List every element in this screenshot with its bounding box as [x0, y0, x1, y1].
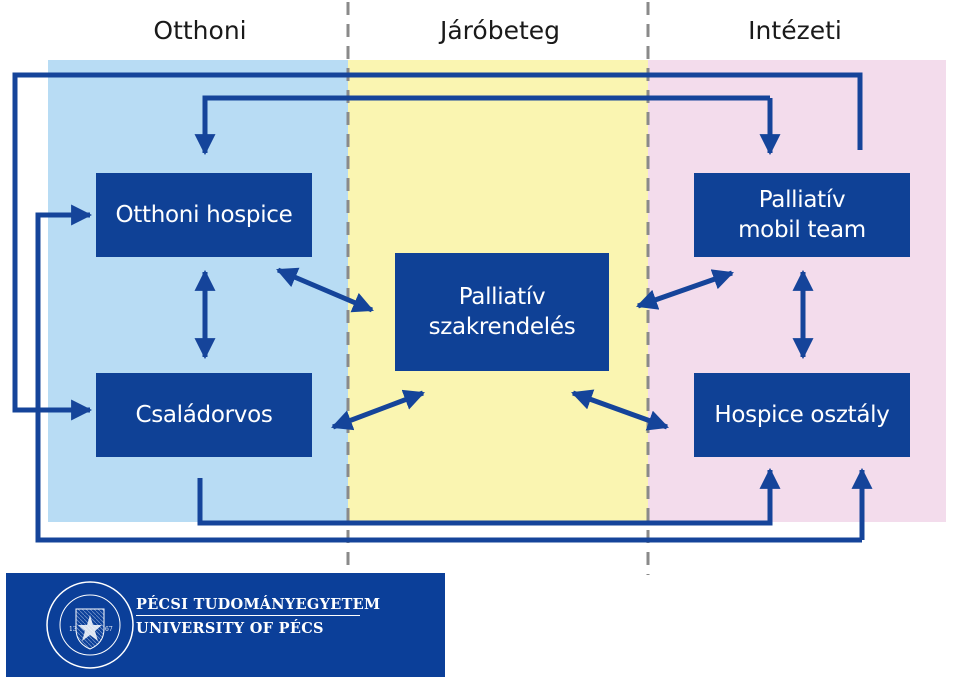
node-home-hospice: Otthoni hospice: [96, 173, 312, 257]
arrow-gp-clinic: [331, 389, 425, 431]
node-palliative-clinic: Palliatív szakrendelés: [395, 253, 609, 371]
node-hospice-ward: Hospice osztály: [694, 373, 910, 457]
svg-text:67: 67: [105, 626, 113, 633]
arrow-clinic-mobile-team: [636, 269, 734, 310]
arrow-gp-to-hospice-ward: [197, 467, 781, 526]
arrow-clinic-hospice-ward: [571, 389, 669, 431]
university-name-en: UNIVERSITY OF PÉCS: [136, 620, 324, 637]
svg-text:13: 13: [69, 626, 77, 633]
zone-title-outpatient: Járóbeteg: [439, 16, 561, 45]
university-logo-banner: 13 67 PÉCSI TUDOMÁNYEGYETEM UNIVERSITY O…: [6, 573, 445, 677]
arrow-home-hospice-clinic: [276, 267, 374, 313]
arrow-top-to-home-hospice: [194, 95, 770, 156]
university-seal-icon: 13 67: [46, 581, 134, 669]
logo-divider: [136, 615, 360, 616]
node-gp: Családorvos: [96, 373, 312, 457]
university-name-hu: PÉCSI TUDOMÁNYEGYETEM: [136, 596, 381, 613]
zone-title-institutional: Intézeti: [748, 16, 842, 45]
zone-title-home: Otthoni: [153, 16, 247, 45]
arrow-bottom-to-home-hospice: [35, 204, 862, 543]
node-palliative-mobile-team: Palliatív mobil team: [694, 173, 910, 257]
